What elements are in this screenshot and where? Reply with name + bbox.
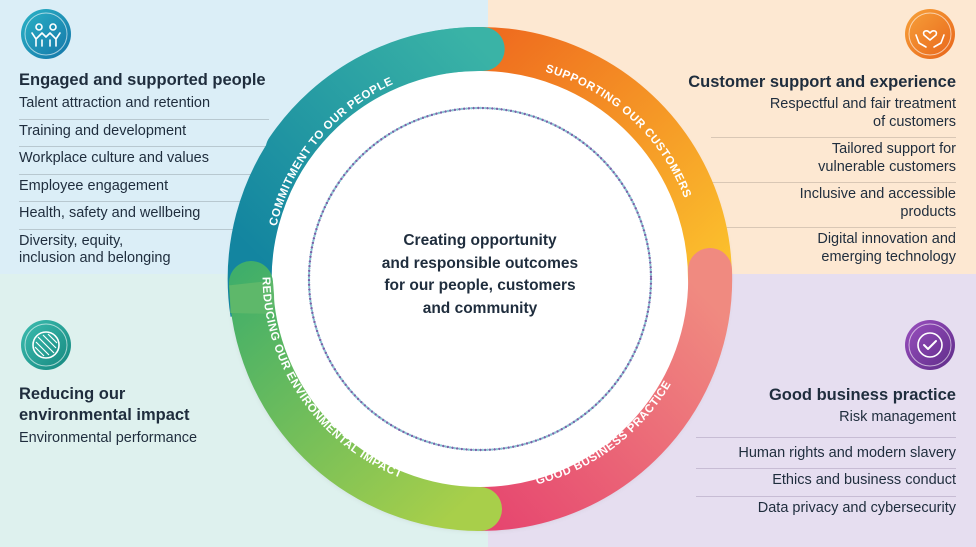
checkmark-icon (905, 320, 955, 370)
center-line: Creating opportunity (403, 232, 557, 249)
business-list: Risk management Human rights and modern … (696, 406, 956, 523)
customers-heading: Customer support and experience (688, 73, 956, 91)
list-item: Environmental performance (19, 430, 198, 446)
list-item: Ethics and business conduct (696, 469, 956, 497)
list-item: Data privacy and cybersecurity (757, 499, 956, 516)
heart-hands-icon (905, 9, 955, 59)
list-item: Respectful and fair treatment of custome… (711, 93, 956, 138)
list-item: Diversity, equity, inclusion and belongi… (19, 232, 171, 267)
people-icon (21, 9, 71, 59)
list-item: Health, safety and wellbeing (19, 202, 269, 230)
list-item: Talent attraction and retention (19, 92, 269, 120)
center-line: for our people, customers (384, 277, 576, 294)
people-heading: Engaged and supported people (19, 71, 266, 89)
list-item: Human rights and modern slavery (696, 438, 956, 469)
globe-icon (21, 320, 71, 370)
environment-heading-line: environmental impact (19, 406, 190, 424)
environment-list: Environmental performance (19, 427, 269, 454)
center-line: and responsible outcomes (381, 254, 579, 272)
list-item: Workplace culture and values (19, 147, 269, 175)
list-item: Training and development (19, 120, 269, 147)
environment-heading: Reducing our environmental impact (19, 384, 190, 426)
customers-list: Respectful and fair treatment of custome… (711, 93, 956, 272)
people-list: Talent attraction and retention Training… (19, 92, 269, 274)
list-item: Employee engagement (19, 175, 269, 202)
center-line: and community (422, 299, 538, 317)
environment-heading-line: Reducing our (19, 385, 126, 403)
list-item: Risk management (696, 406, 956, 438)
list-item: Tailored support for vulnerable customer… (711, 138, 956, 183)
list-item: Digital innovation and emerging technolo… (817, 231, 956, 265)
list-item: Inclusive and accessible products (711, 183, 956, 228)
center-statement: Creating opportunity and responsible out… (340, 230, 620, 320)
business-heading: Good business practice (768, 386, 956, 404)
